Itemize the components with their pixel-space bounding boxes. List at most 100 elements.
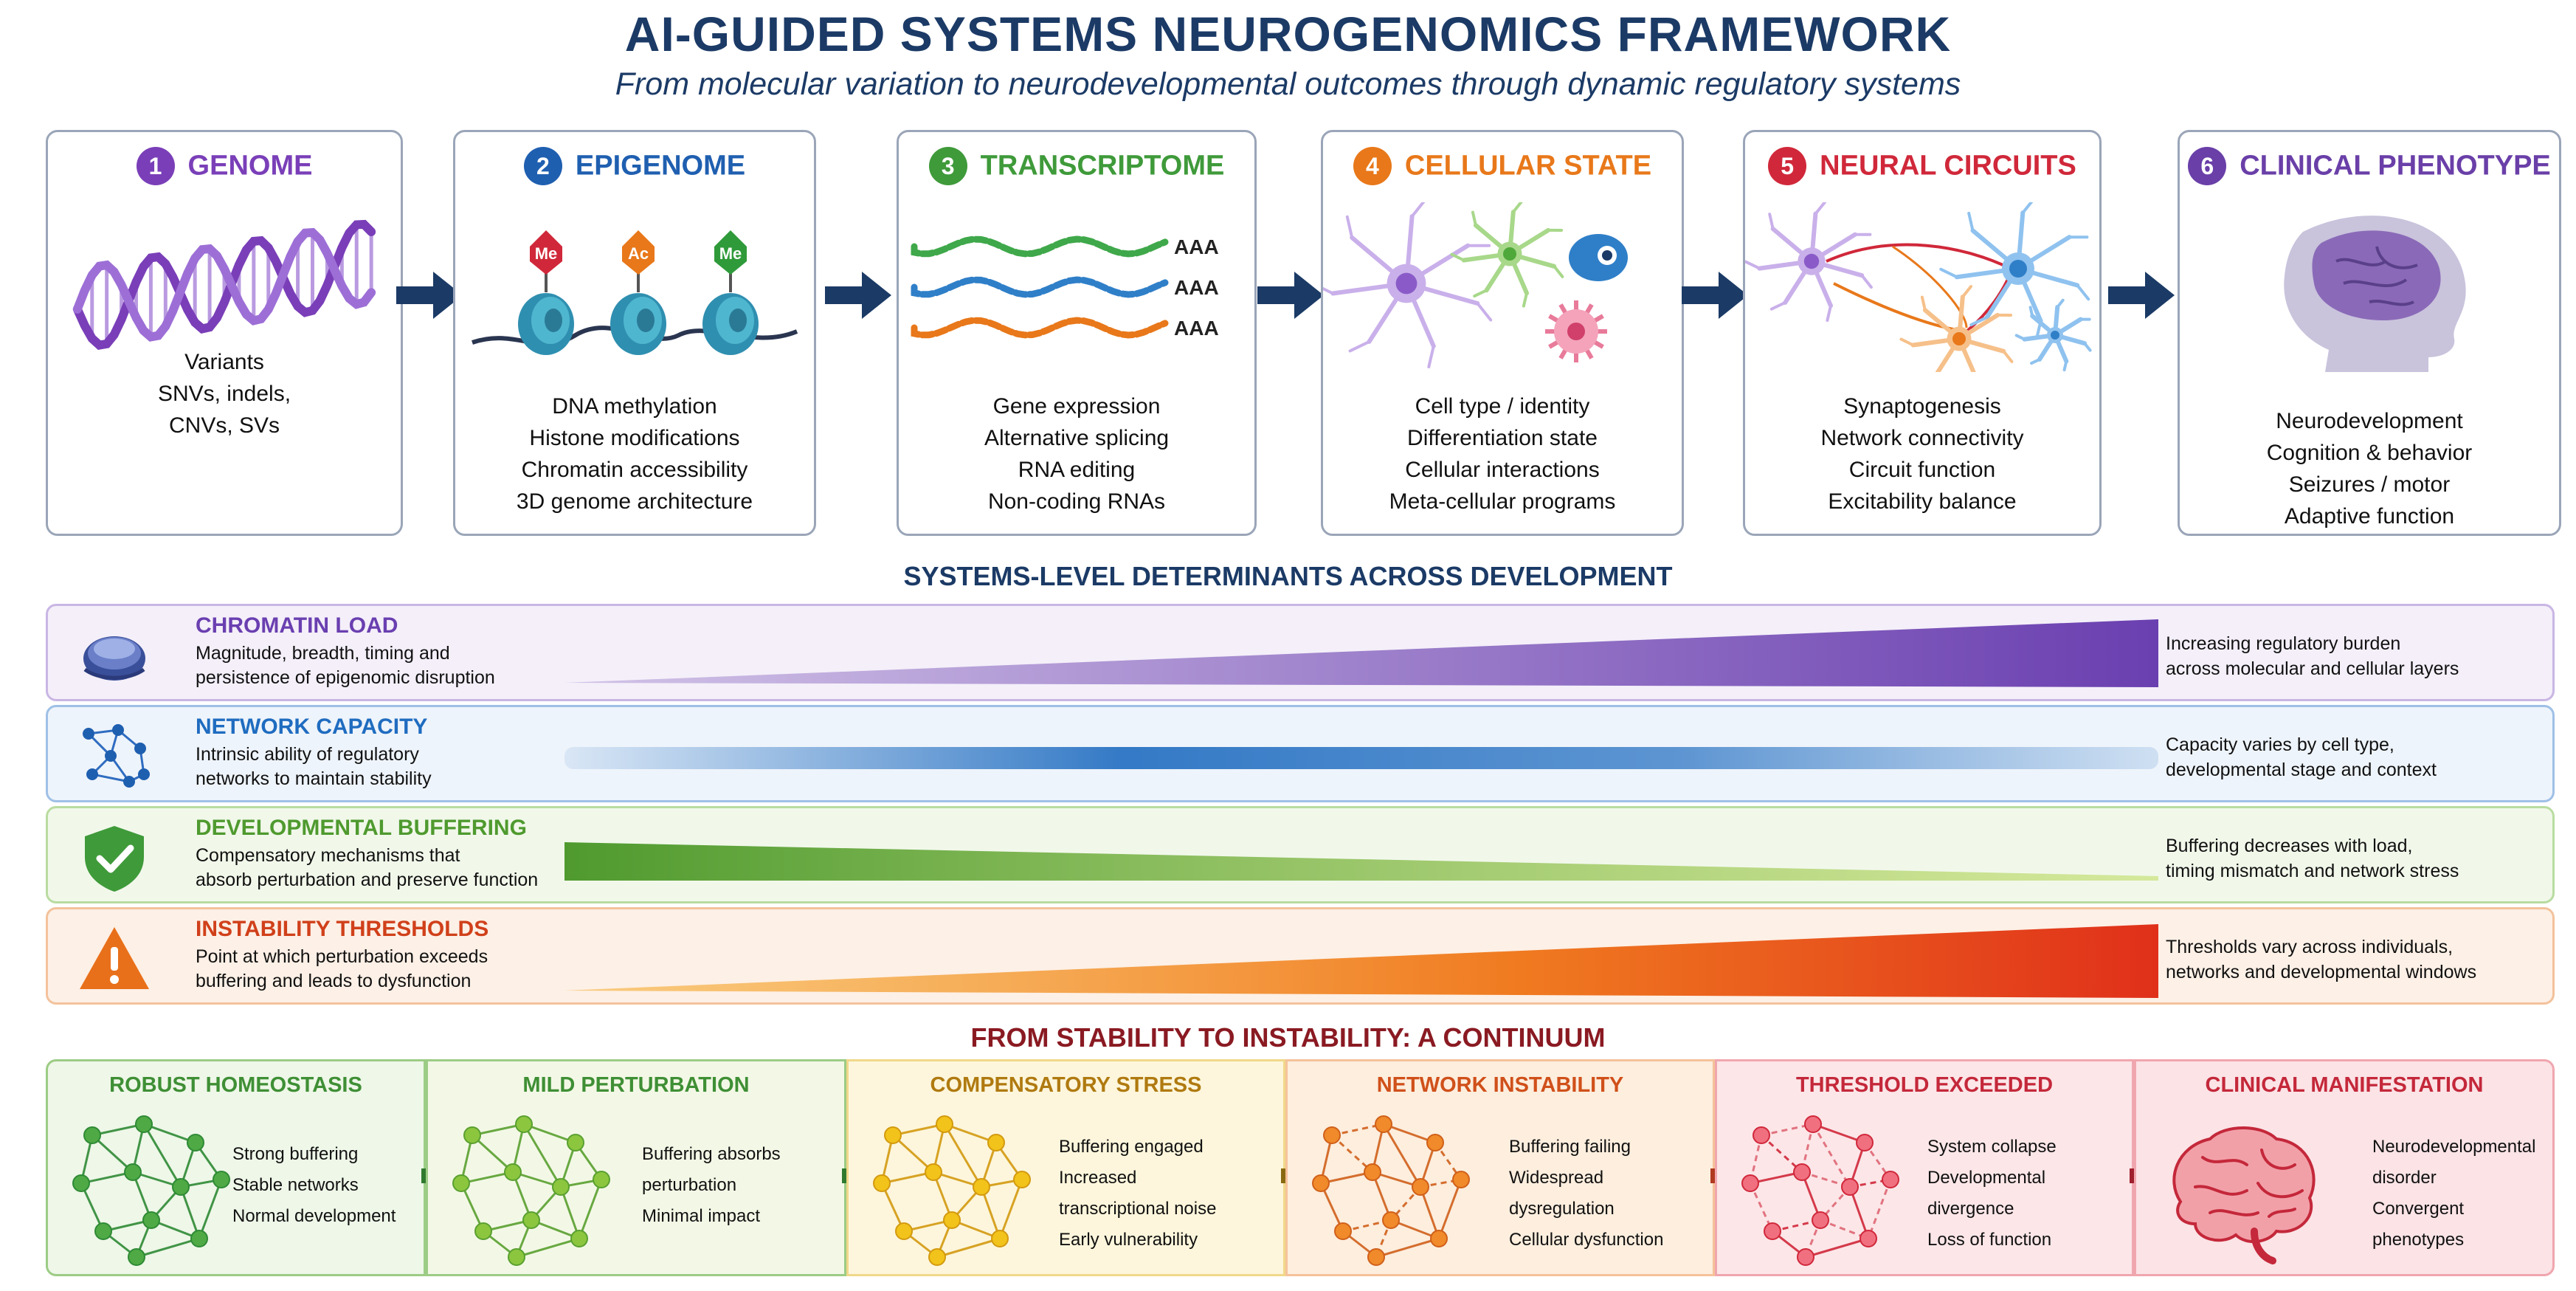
continuum-description-line: transcriptional noise (1059, 1199, 1217, 1219)
stage-description-line: Differentiation state (1407, 426, 1598, 450)
stage-description-line: CNVs, SVs (168, 413, 280, 438)
network-graph-icon (1302, 1113, 1472, 1268)
stage-label: CELLULAR STATE (1404, 150, 1652, 182)
determinant-note-line: Thresholds vary across individuals, (2166, 937, 2454, 957)
poly-a-tail-label: AAA (1174, 317, 1219, 340)
stage-label: EPIGENOME (575, 150, 746, 182)
continuum-description-line: disorder (2372, 1168, 2437, 1188)
trend-band (564, 747, 2158, 769)
neuron-network-icon (1744, 197, 2099, 446)
determinant-note: Capacity varies by cell type,development… (2166, 732, 2549, 782)
histone-mark-label: Me (535, 244, 558, 263)
histone-mark-label: Me (719, 244, 742, 263)
stage-description-line: Alternative splicing (984, 426, 1170, 450)
continuum-description-line: Widespread (1509, 1168, 1604, 1188)
continuum-description-line: phenotypes (2372, 1230, 2465, 1250)
determinant-note-line: networks and developmental windows (2166, 962, 2477, 982)
determinant-note: Thresholds vary across individuals, netwo… (2166, 934, 2549, 985)
determinant-title: INSTABILITY THRESHOLDS (196, 917, 489, 941)
continuum-description-line: Buffering failing (1509, 1137, 1631, 1157)
network-graph-icon (63, 1113, 232, 1268)
determinant-note-line: timing mismatch and network stress (2166, 861, 2459, 881)
stage-number-badge: 4 (1353, 147, 1392, 185)
continuum-stage-label: ROBUST HOMEOSTASIS (109, 1073, 362, 1097)
determinants-title: SYSTEMS-LEVEL DETERMINANTS ACROSS DEVELO… (903, 561, 1673, 591)
continuum-description-line: Convergent (2372, 1199, 2465, 1219)
determinant-title: DEVELOPMENTAL BUFFERING (196, 816, 527, 840)
determinant-description-line: Point at which perturbation exceeds (196, 946, 488, 967)
stage-description-line: Meta-cellular programs (1389, 489, 1616, 514)
determinant-description: Point at which perturbation exceeds buffe… (196, 945, 638, 994)
determinant-title: CHROMATIN LOAD (196, 613, 398, 638)
stage-description-line: Adaptive function (2284, 504, 2455, 529)
trend-wedge (564, 619, 2158, 687)
continuum-description-line: System collapse (1927, 1137, 2057, 1157)
mrna-strands-icon: AAA AAA AAA (899, 202, 1254, 446)
determinant-description-line: Intrinsic ability of regulatory (196, 744, 419, 765)
continuum-description-line: Increased (1059, 1168, 1137, 1188)
poly-a-tail-label: AAA (1174, 235, 1219, 258)
determinant-title: NETWORK CAPACITY (196, 715, 428, 739)
stage-number-badge: 5 (1768, 147, 1807, 185)
flow-arrow-icon (2104, 266, 2178, 325)
determinant-description-line: buffering and leads to dysfunction (196, 971, 472, 991)
determinant-note: Buffering decreases with load,timing mis… (2166, 833, 2549, 884)
stage-label: GENOME (187, 150, 313, 182)
flow-arrow-icon (393, 266, 466, 325)
stage-description-line: SNVs, indels, (157, 382, 291, 406)
stage-description-line: Circuit function (1848, 458, 1996, 482)
determinant-description: Intrinsic ability of regulatory networks … (196, 743, 638, 791)
network-graph-icon (443, 1113, 612, 1268)
trend-wedge (564, 842, 2158, 881)
chromatin-icon (74, 618, 155, 692)
stage-description-line: Non-coding RNAs (987, 489, 1166, 514)
stage-description-line: Neurodevelopment (2276, 409, 2463, 433)
brain-icon (2151, 1113, 2321, 1268)
determinant-description-line: Magnitude, breadth, timing and (196, 643, 450, 664)
determinant-description-line: persistence of epigenomic disruption (196, 667, 495, 688)
continuum-description-line: perturbation (642, 1175, 737, 1195)
network-icon (74, 719, 155, 793)
stage-description-line: DNA methylation (552, 394, 717, 419)
continuum-description-line: Minimal impact (642, 1206, 761, 1226)
stage-description-line: Cognition & behavior (2266, 441, 2473, 465)
stage-description-line: Cell type / identity (1415, 394, 1590, 419)
continuum-description-line: Stable networks (232, 1175, 359, 1195)
stage-description-line: Seizures / motor (2288, 472, 2451, 497)
flow-arrow-icon (821, 266, 895, 325)
continuum-stage-label: MILD PERTURBATION (522, 1073, 750, 1097)
stage-number-badge: 6 (2188, 147, 2227, 185)
network-graph-icon (863, 1113, 1033, 1268)
stage-number-badge: 2 (523, 147, 562, 185)
poly-a-tail-label: AAA (1174, 276, 1219, 299)
stage-description-line: Histone modifications (529, 426, 740, 450)
determinant-band-chromatin-load: CHROMATIN LOAD Magnitude, breadth, timing… (46, 604, 2555, 701)
dna-helix-icon (48, 202, 401, 446)
determinant-description-line: networks to maintain stability (196, 768, 432, 789)
stage-header: 2 EPIGENOME (455, 147, 814, 185)
stage-description-line: Variants (184, 350, 264, 374)
stage-header: 4 CELLULAR STATE (1323, 147, 1682, 185)
determinant-note-line: developmental stage and context (2166, 760, 2437, 780)
determinant-band-instability-thresholds: INSTABILITY THRESHOLDS Point at which per… (46, 907, 2555, 1005)
stage-description-line: RNA editing (1018, 458, 1136, 482)
